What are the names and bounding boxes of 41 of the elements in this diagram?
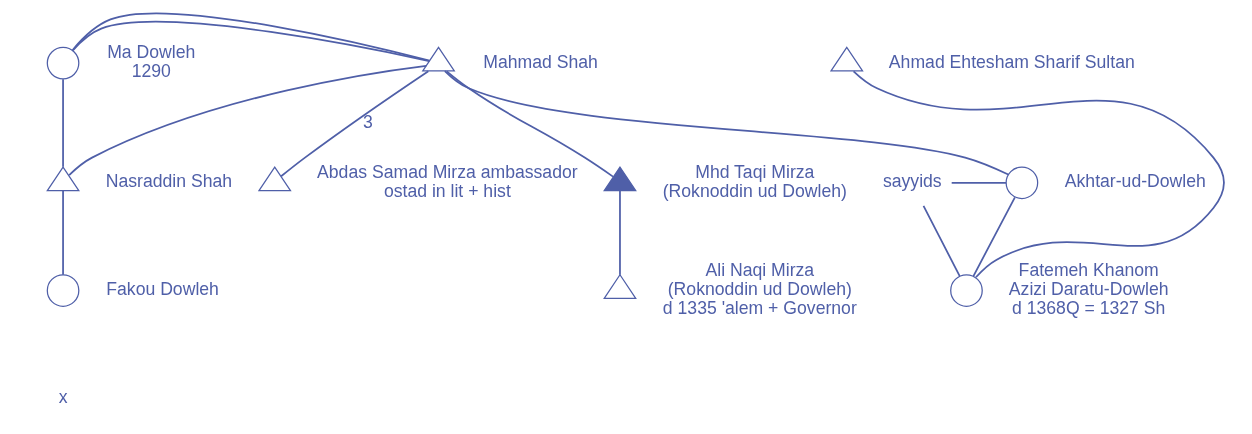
node-label: Ma Dowleh	[106, 42, 195, 63]
node-triangle	[602, 165, 637, 192]
edge-label: 3	[362, 111, 373, 132]
node-label: Abdas Samad Mirza ambassador	[316, 162, 578, 182]
node-circle	[1005, 166, 1038, 200]
node-label: d 1368Q = 1327 Sh	[1011, 298, 1165, 319]
node-triangle	[421, 46, 455, 72]
connector	[61, 78, 64, 168]
node-triangle	[45, 165, 80, 192]
node-label: Mahmad Shah	[482, 51, 598, 72]
connector	[618, 190, 621, 276]
node-label: Mhd Taqi Mirza	[694, 162, 814, 182]
node-label: Akhtar-ud-Dowleh	[1064, 171, 1206, 192]
connector	[445, 70, 614, 178]
node-label: Fatemeh Khanom	[1018, 260, 1159, 281]
node-triangle	[602, 273, 637, 300]
node-label: Nasraddin Shah	[105, 171, 232, 192]
connector	[972, 196, 1016, 277]
connector	[71, 12, 430, 62]
node-triangle	[257, 165, 292, 192]
node-triangle	[829, 46, 864, 72]
connector	[950, 181, 1007, 184]
node-circle	[46, 46, 79, 80]
connector	[67, 64, 427, 176]
label: x	[58, 386, 67, 407]
connector	[61, 190, 64, 276]
connector	[279, 70, 429, 178]
connector	[443, 70, 1009, 176]
connector	[852, 70, 1225, 279]
node-label: 1290	[131, 61, 171, 82]
node-circle	[949, 274, 983, 307]
node-label: Ahmad Ehtesham Sharif Sultan	[888, 51, 1135, 72]
node-label: Ali Naqi Mirza	[704, 260, 814, 281]
node-label: d 1335 'alem + Governor	[662, 298, 857, 319]
node-label: ostad in lit + hist	[383, 180, 511, 201]
connector	[922, 204, 961, 277]
node-text: sayyids	[882, 171, 942, 192]
node-label: Fakou Dowleh	[105, 279, 219, 300]
node-circle	[46, 274, 79, 307]
node-label: Azizi Daratu-Dowleh	[1008, 279, 1169, 300]
node-label: (Roknoddin ud Dowleh)	[667, 279, 852, 300]
